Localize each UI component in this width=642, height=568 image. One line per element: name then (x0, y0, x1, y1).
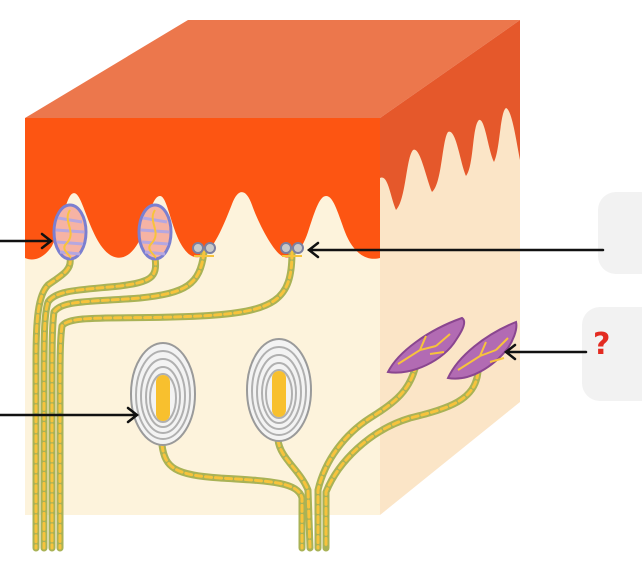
arrow-ruffini (503, 343, 588, 361)
pacinian-corpuscle-icon (246, 338, 312, 442)
nerve-fibers (32, 248, 482, 552)
ruffini-ending-icon (386, 316, 466, 374)
epidermis-side-face (380, 20, 520, 210)
meissner-corpuscle-icon (137, 203, 173, 261)
label-box-merkel (598, 192, 642, 274)
merkel-disc-icon (280, 242, 304, 257)
meissner-corpuscle-icon (52, 203, 88, 261)
pacinian-corpuscle-icon (130, 342, 196, 446)
epidermis-top-face (25, 20, 520, 118)
ruffini-ending-icon (446, 320, 518, 380)
epidermis-front-face (25, 118, 380, 260)
label-box-ruffini (582, 307, 642, 401)
arrow-pacinian (0, 406, 140, 424)
dermis-side (380, 30, 520, 515)
arrows (0, 232, 605, 424)
arrow-meissner (0, 232, 54, 250)
arrow-merkel (306, 241, 605, 259)
question-mark-label: ? (593, 327, 611, 362)
merkel-disc-icon (192, 242, 216, 257)
